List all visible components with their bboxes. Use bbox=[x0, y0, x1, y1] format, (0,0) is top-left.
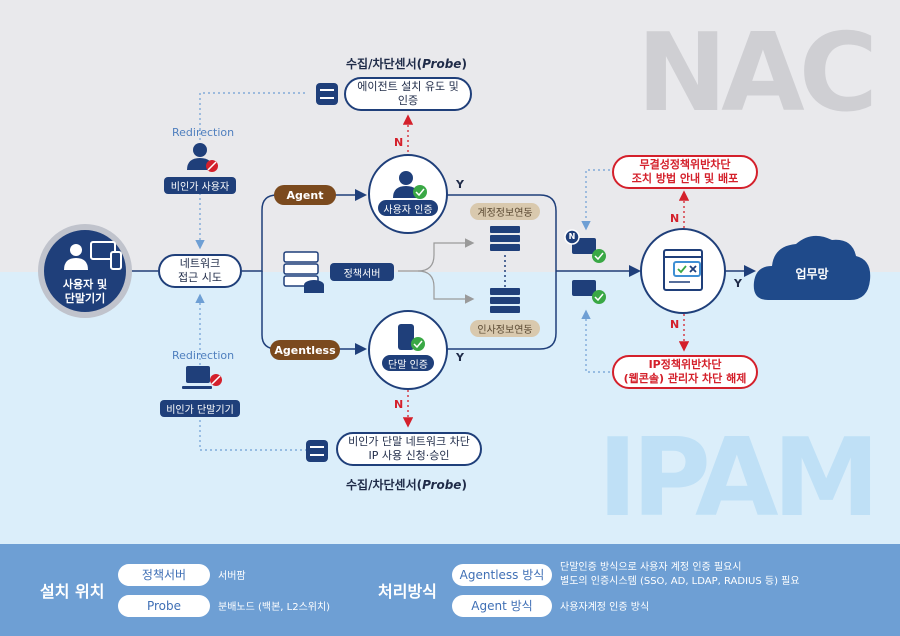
probe-bottom-line2: IP 사용 신청·승인 bbox=[368, 449, 450, 462]
legend-process-title: 처리방식 bbox=[378, 582, 437, 601]
endpoint-monitor-bottom-icon bbox=[572, 280, 596, 296]
probe-top-title-suffix: ) bbox=[461, 57, 467, 71]
n-badge-label: N bbox=[568, 232, 576, 241]
flow-connectors bbox=[38, 83, 871, 462]
legend-agent-desc: 사용자계정 인증 방식 bbox=[560, 602, 650, 613]
business-network-label: 업무망 bbox=[795, 266, 829, 281]
probe-bottom-title-suffix: ) bbox=[461, 478, 467, 492]
ip-block-line2: (웹콘솔) 관리자 차단 해제 bbox=[623, 372, 747, 385]
account-sync-tag: 계정정보연동 bbox=[470, 203, 540, 220]
network-access-line1: 네트워크 bbox=[179, 257, 221, 270]
network-access-node: 네트워크 접근 시도 bbox=[158, 254, 242, 288]
probe-top-title-prefix: 수집/차단센서( bbox=[346, 57, 423, 71]
integrity-block-box: 무결성정책위반차단 조치 방법 안내 및 배포 bbox=[612, 155, 758, 189]
policy-to-account-arrow bbox=[398, 238, 475, 272]
legend-band bbox=[0, 544, 900, 636]
phone-icon bbox=[110, 251, 122, 270]
user-auth-yes-path bbox=[446, 194, 557, 271]
user-body-icon bbox=[64, 258, 88, 270]
ip-feedback-arrow bbox=[581, 309, 610, 373]
probe-bottom-line1: 비인가 단말 네트워크 차단 bbox=[348, 435, 470, 448]
user-auth-tag: 사용자 인증 bbox=[378, 200, 438, 216]
unauth-user-tag: 비인가 사용자 bbox=[164, 177, 236, 194]
y-label-device: Y bbox=[456, 351, 464, 364]
n-label-user: N bbox=[394, 136, 404, 149]
ipam-zone-background bbox=[0, 272, 900, 544]
legend-probe-pill: Probe bbox=[118, 595, 210, 617]
endpoint-monitor-top-icon bbox=[572, 238, 596, 254]
legend-agentless-desc2: 별도의 인증시스템 (SSO, AD, LDAP, RADIUS 등) 필요 bbox=[560, 576, 800, 587]
probe-top-title-emph: Probe bbox=[422, 57, 462, 71]
y-label-business: Y bbox=[734, 277, 742, 290]
redirection-label-top: Redirection bbox=[172, 126, 235, 139]
n-badge-icon bbox=[564, 229, 580, 245]
probe-bottom-box: 비인가 단말 네트워크 차단 IP 사용 신청·승인 bbox=[336, 432, 482, 466]
legend-policy-server-location: 서버팜 bbox=[218, 571, 246, 582]
integrity-block-line1: 무결성정책위반차단 bbox=[639, 158, 731, 171]
legend-policy-server-pill: 정책서버 bbox=[118, 564, 210, 586]
integrity-feedback-arrow bbox=[581, 169, 610, 231]
user-device-circle bbox=[38, 224, 132, 318]
probe-top-box: 에이전트 설치 유도 및 인증 bbox=[344, 77, 472, 111]
policy-to-hr-arrow bbox=[417, 270, 475, 304]
user-device-line1: 사용자 및 bbox=[62, 278, 108, 291]
hr-server-icon bbox=[490, 288, 520, 295]
probe-bottom-icon bbox=[306, 440, 328, 462]
policy-server-icon bbox=[283, 251, 319, 263]
redirection-bottom-line bbox=[199, 420, 308, 451]
integrity-block-line2: 조치 방법 안내 및 배포 bbox=[631, 172, 739, 185]
business-cloud-icon bbox=[753, 235, 871, 300]
ok-check-icon bbox=[592, 249, 606, 263]
agent-tag: Agent bbox=[274, 185, 336, 205]
legend-agentless-desc1: 단말인증 방식으로 사용자 계정 인증 필요시 bbox=[560, 562, 742, 573]
probe-bottom-title: 수집/차단센서(Probe) bbox=[346, 476, 467, 493]
policy-server-tag: 정책서버 bbox=[330, 263, 394, 281]
device-auth-yes-path bbox=[446, 271, 557, 350]
network-access-line2: 접근 시도 bbox=[178, 271, 222, 284]
n-label-integrity: N bbox=[670, 212, 680, 225]
legend-install-title: 설치 위치 bbox=[40, 582, 105, 601]
probe-top-icon bbox=[316, 83, 338, 105]
legend-agent-pill: Agent 방식 bbox=[452, 595, 552, 617]
device-auth-icon bbox=[398, 324, 425, 351]
unauth-monitor-icon bbox=[186, 366, 210, 383]
ipam-watermark: IPAM bbox=[597, 416, 880, 541]
user-device-label: 사용자 및 단말기기 bbox=[51, 277, 119, 307]
unauth-user-head-icon bbox=[193, 143, 207, 157]
probe-top-title: 수집/차단센서(Probe) bbox=[346, 55, 467, 72]
nac-zone-background bbox=[0, 0, 900, 272]
legend-agentless-pill: Agentless 방식 bbox=[452, 564, 552, 586]
legend-probe-location: 분배노드 (백본, L2스위치) bbox=[218, 602, 331, 613]
y-label-user: Y bbox=[456, 178, 464, 191]
redirection-top-line bbox=[199, 92, 308, 155]
probe-bottom-title-emph: Probe bbox=[422, 478, 462, 492]
user-head-icon bbox=[70, 244, 82, 256]
n-label-ip: N bbox=[670, 318, 680, 331]
unauth-device-tag: 비인가 단말기기 bbox=[160, 400, 240, 417]
nac-watermark: NAC bbox=[636, 11, 878, 136]
probe-top-line2: 인증 bbox=[397, 94, 419, 107]
device-auth-tag: 단말 인증 bbox=[382, 355, 434, 371]
ip-block-line1: IP정책위반차단 bbox=[648, 358, 722, 371]
user-auth-icon bbox=[393, 171, 427, 199]
ok-check-icon-2 bbox=[592, 290, 606, 304]
probe-bottom-title-prefix: 수집/차단센서( bbox=[346, 478, 423, 492]
user-device-line2: 단말기기 bbox=[64, 292, 106, 305]
policy-check-icon bbox=[663, 249, 703, 291]
redirection-label-bottom: Redirection bbox=[172, 349, 235, 362]
ip-block-box: IP정책위반차단 (웹콘솔) 관리자 차단 해제 bbox=[612, 355, 758, 389]
probe-top-line1: 에이전트 설치 유도 및 bbox=[357, 80, 459, 93]
account-server-icon bbox=[490, 226, 520, 233]
monitor-icon bbox=[90, 241, 116, 260]
n-label-device: N bbox=[394, 398, 404, 411]
hr-sync-tag: 인사정보연동 bbox=[470, 320, 540, 337]
agentless-tag: Agentless bbox=[270, 340, 340, 360]
